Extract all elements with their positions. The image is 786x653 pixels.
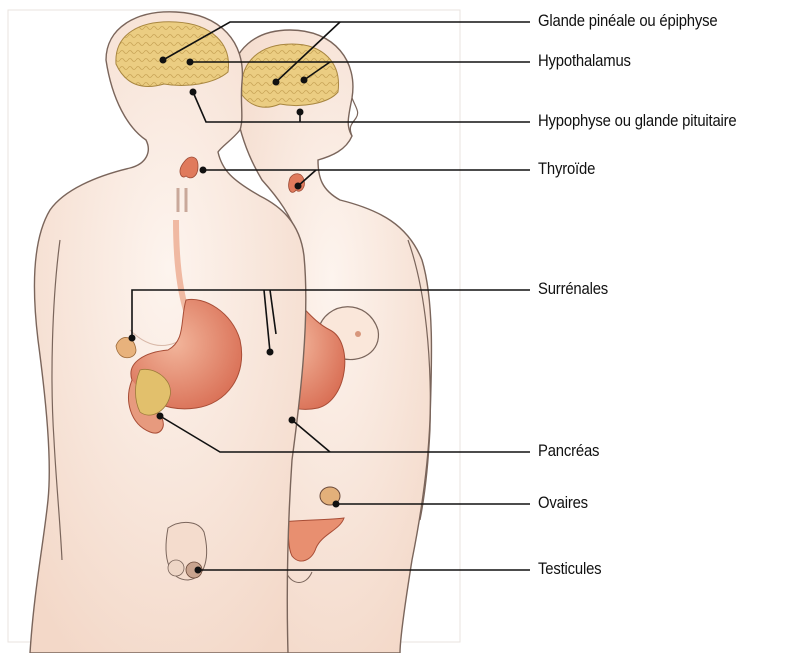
male-testicle-left [168, 560, 184, 576]
label-surrenales: Surrénales [538, 280, 608, 299]
label-ovaires: Ovaires [538, 494, 588, 513]
label-thyroide: Thyroïde [538, 160, 595, 179]
label-pineale: Glande pinéale ou épiphyse [538, 12, 717, 31]
label-testicules: Testicules [538, 560, 601, 579]
female-nipple [355, 331, 361, 337]
label-hypophyse: Hypophyse ou glande pituitaire [538, 112, 737, 131]
label-hypothalamus: Hypothalamus [538, 52, 631, 71]
label-pancreas: Pancréas [538, 442, 599, 461]
